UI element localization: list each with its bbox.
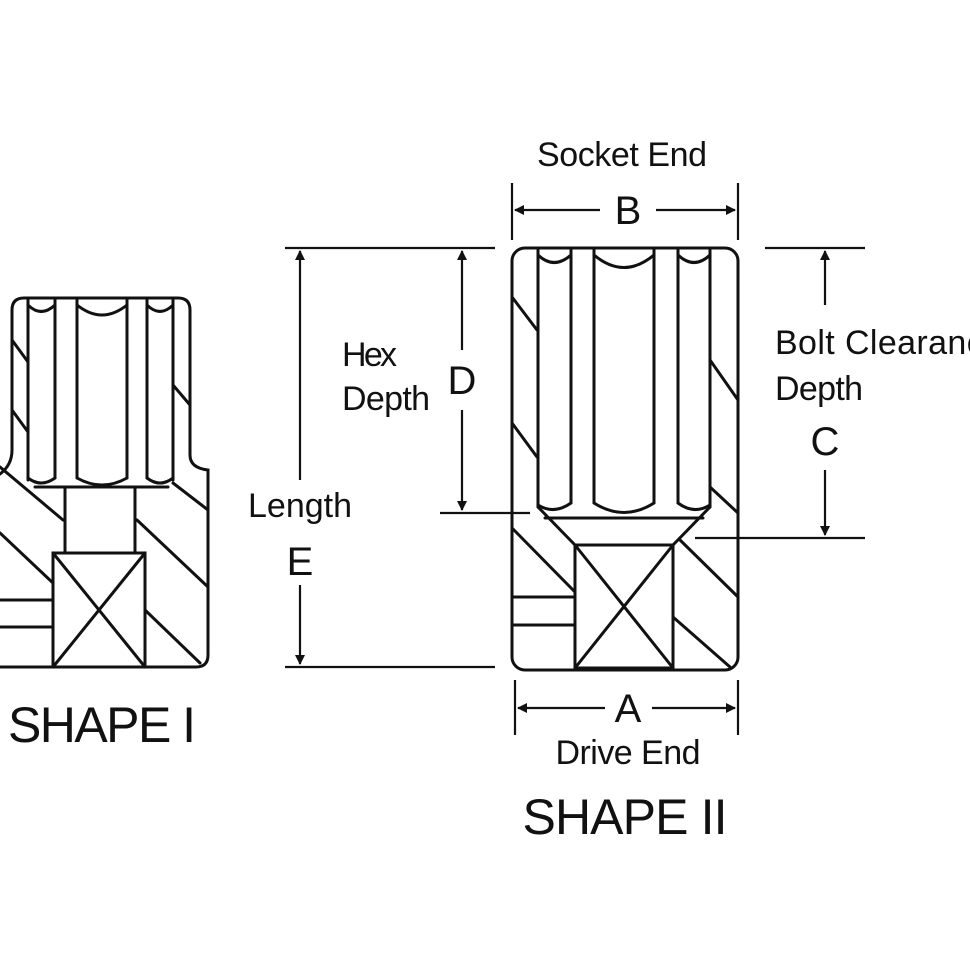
dimension-e-label: E [287,540,314,584]
bolt-clearance-depth-label: Depth [775,370,863,408]
socket-end-label: Socket End [537,136,707,174]
bolt-clearance-label: Bolt Clearance [775,324,970,362]
dimension-d-label: D [448,359,477,403]
hex-label: Hex [342,336,397,374]
dimension-lines [285,183,865,735]
drive-end-label: Drive End [556,734,701,772]
shape-2-socket [510,246,740,672]
hex-depth-label: Depth [342,380,430,418]
length-label: Length [248,487,352,525]
dimension-a-label: A [615,687,642,731]
shape-1-socket [0,296,210,669]
dimension-c-label: C [811,420,840,464]
dimension-b-label: B [615,189,642,233]
shape-2-drive-square [573,543,675,670]
shape-1-title: SHAPE I [8,697,196,753]
shape-2-title: SHAPE II [523,789,728,845]
